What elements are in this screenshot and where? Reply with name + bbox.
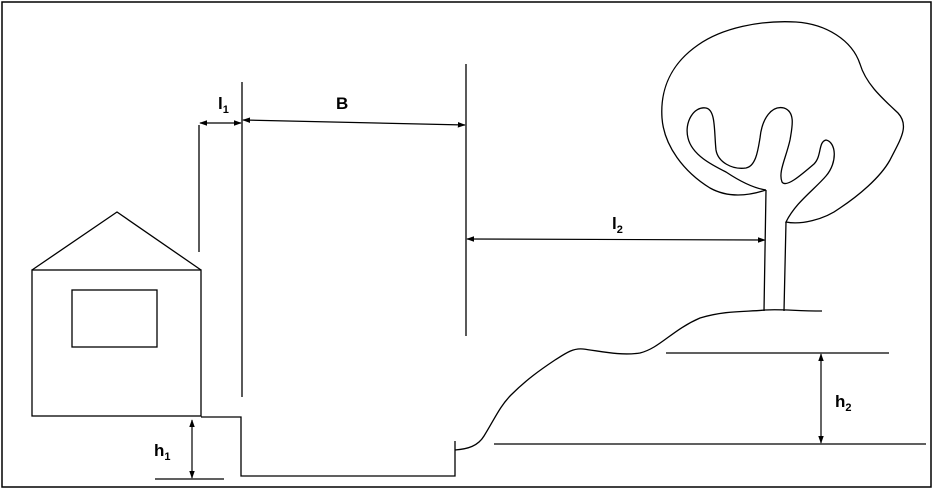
house-roof xyxy=(31,211,202,271)
label-l1: l1 xyxy=(218,94,229,116)
tree-trunk xyxy=(763,189,787,312)
b-dimension-arrow xyxy=(242,117,466,128)
house-window xyxy=(71,289,158,348)
label-h1: h1 xyxy=(154,441,171,463)
label-b: B xyxy=(336,94,348,113)
tree xyxy=(661,21,905,312)
house xyxy=(31,211,202,417)
l2-dimension-arrow xyxy=(466,236,766,243)
tree-crown xyxy=(661,21,905,224)
house-wall xyxy=(31,269,202,417)
label-l2: l2 xyxy=(612,214,623,236)
road-profile xyxy=(201,416,456,477)
label-h2: h2 xyxy=(835,392,852,414)
hill-slope xyxy=(454,309,823,451)
